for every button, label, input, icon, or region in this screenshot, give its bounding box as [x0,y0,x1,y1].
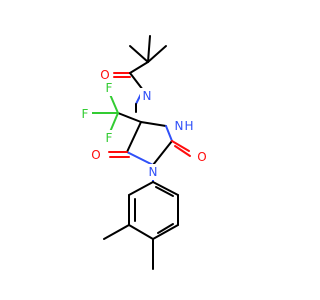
nitrogen-atom-ring-aryl: N [149,165,158,179]
bond [152,224,179,240]
label-bg [89,147,103,163]
bond [128,224,154,240]
bond [147,45,167,63]
bond [152,181,179,196]
hydrogen-atom: H [184,119,193,133]
bond [129,45,149,63]
label-bg [195,149,209,165]
bond [155,186,174,197]
bond [128,181,154,196]
bond [129,72,144,91]
label-bg [146,164,160,180]
bond [152,140,173,166]
bond [129,61,149,74]
amide-group [113,72,144,113]
label-bg [102,130,116,146]
bond [103,224,130,240]
bond [165,125,173,142]
bond [140,121,167,127]
bond [117,112,142,123]
tert-butyl-group [129,35,167,74]
bond [109,112,119,133]
label-bg [171,118,197,134]
bond [171,140,190,152]
label-bg [78,106,92,122]
fluorine-atom-2: F [82,107,89,121]
label-bg [140,88,154,104]
trifluoromethyl-group [88,91,142,133]
molecule-structure: O N N H N O O F F F [78,35,209,270]
bond [174,145,191,157]
atom-labels: O N N H N O O F F F [78,67,209,180]
oxygen-atom-c2: O [197,150,206,164]
bond [126,151,154,166]
bond [157,223,174,234]
nitrogen-atom-amide: N [143,89,152,103]
label-bg [102,80,116,96]
fluorine-atom-1: F [106,81,113,95]
label-bg [98,67,112,83]
oxygen-atom-c5: O [91,148,100,162]
nitrogen-atom-ring-nh: N [175,119,184,133]
fluorine-atom-3: F [106,131,113,145]
bond [126,121,142,153]
dimethylphenyl-ring [103,181,179,270]
bond [147,35,151,63]
oxygen-atom-amide: O [100,68,109,82]
